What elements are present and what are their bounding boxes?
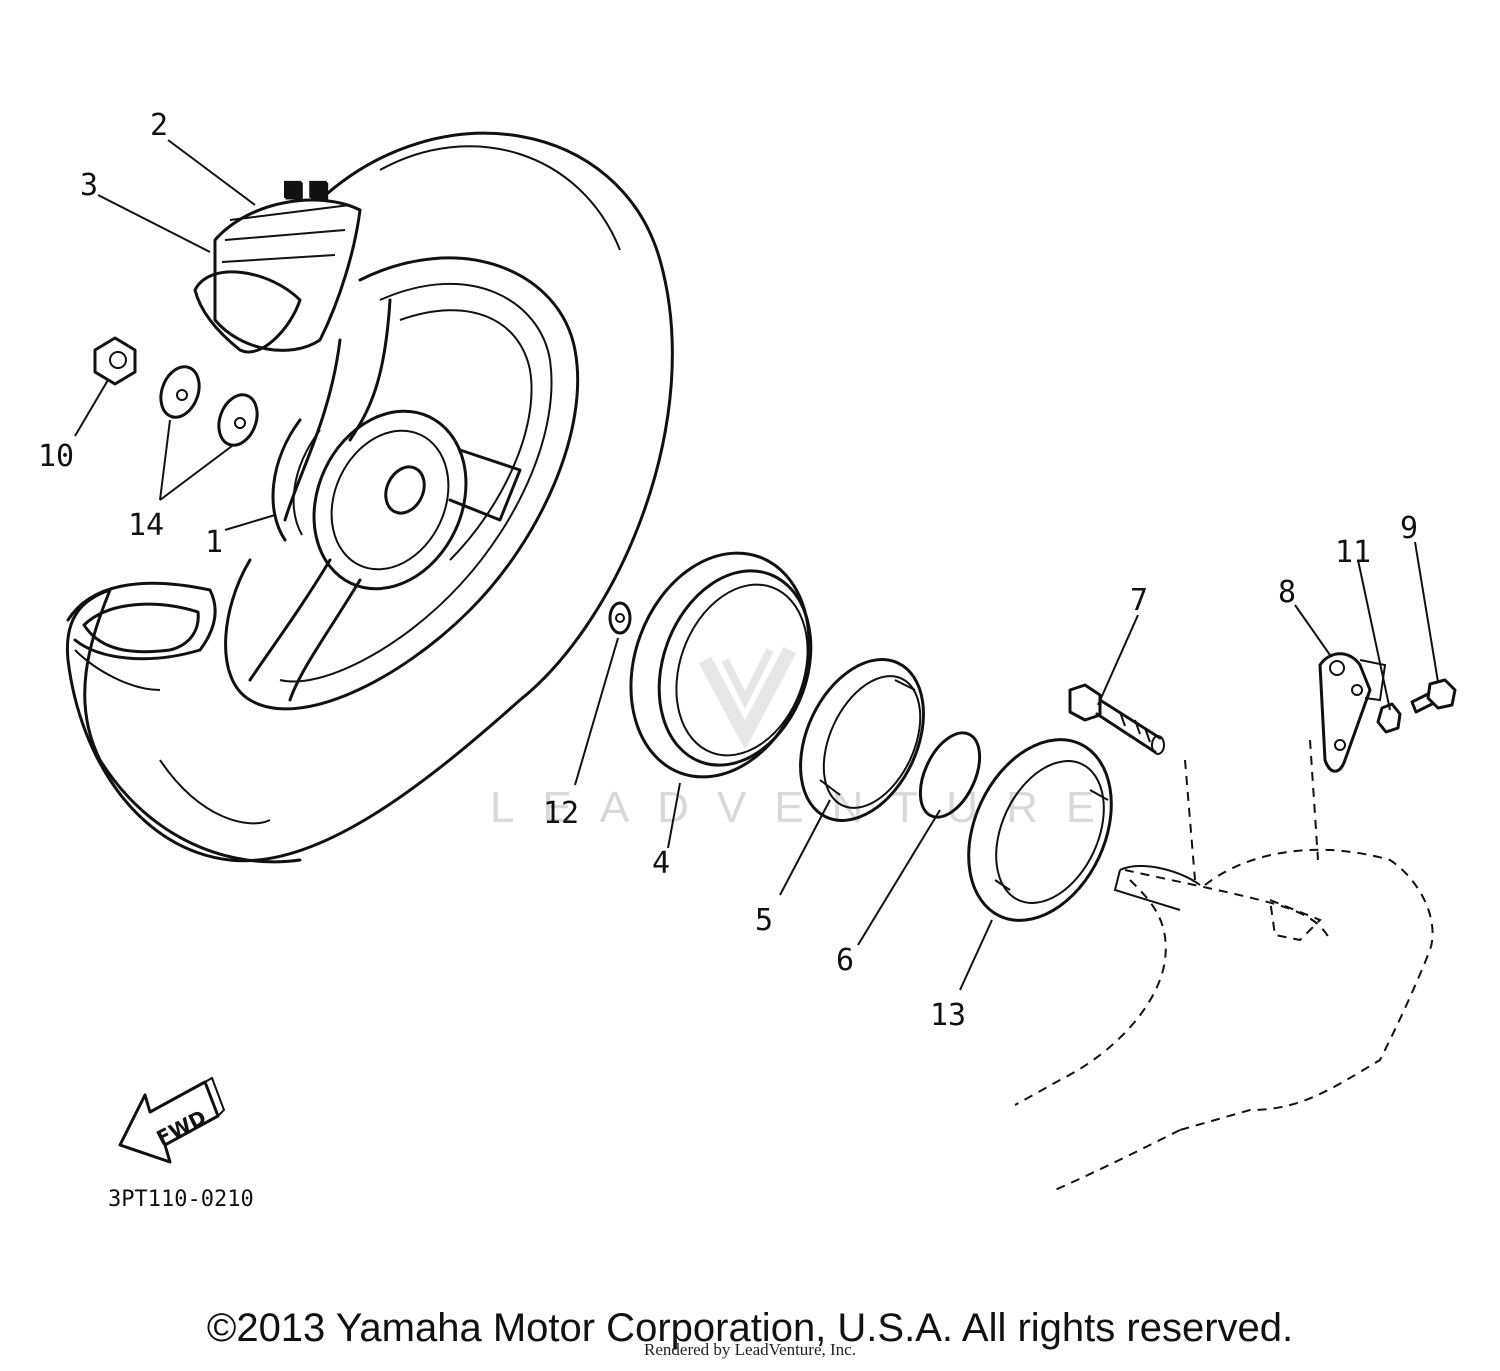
watermark-text: LEADVENTURE — [490, 783, 1123, 832]
copyright-notice: ©2013 Yamaha Motor Corporation, U.S.A. A… — [206, 1306, 1294, 1350]
forward-arrow: FWD — [118, 1076, 226, 1164]
svg-text:▒▒ ▒▒: ▒▒ ▒▒ — [285, 181, 328, 199]
callout-2: 2 — [150, 108, 168, 143]
callout-13: 13 — [930, 998, 966, 1033]
spring-clip — [918, 731, 982, 819]
spacer-washer — [608, 601, 632, 635]
lever-bolt — [1410, 678, 1457, 714]
fwd-label: FWD — [153, 1105, 211, 1150]
brake-plate-seal — [967, 738, 1113, 922]
callout-4: 4 — [652, 846, 670, 881]
leader-lines — [74, 139, 1439, 991]
callout-1: 1 — [205, 525, 223, 560]
brake-shoe-kit — [799, 658, 925, 822]
rear-wheel-assembly: ▒▒ ▒▒ — [65, 131, 674, 864]
axle-nut — [93, 336, 137, 386]
callout-14: 14 — [128, 508, 164, 543]
brake-drum — [629, 551, 813, 779]
callout-8: 8 — [1278, 575, 1296, 610]
callout-7: 7 — [1130, 583, 1148, 618]
engine-case-outline — [1014, 739, 1434, 1191]
callout-11: 11 — [1335, 535, 1371, 570]
callout-5: 5 — [755, 903, 773, 938]
brake-cam-lever — [1318, 652, 1387, 773]
callout-3: 3 — [80, 168, 98, 203]
diagram-part-number: 3PT110-0210 — [108, 1187, 254, 1212]
callout-12: 12 — [543, 796, 579, 831]
washer-lower — [217, 393, 259, 447]
lever-nut — [1376, 702, 1402, 734]
callout-10: 10 — [38, 439, 74, 474]
brake-camshaft — [1068, 683, 1165, 755]
callout-6: 6 — [836, 943, 854, 978]
washer-upper — [159, 365, 201, 419]
callout-labels: 1 2 3 4 5 6 7 8 9 10 11 12 13 14 — [38, 108, 1418, 1033]
rendered-by-credit: Rendered by LeadVenture, Inc. — [644, 1340, 856, 1359]
callout-9: 9 — [1400, 511, 1418, 546]
watermark-logo — [698, 646, 797, 750]
